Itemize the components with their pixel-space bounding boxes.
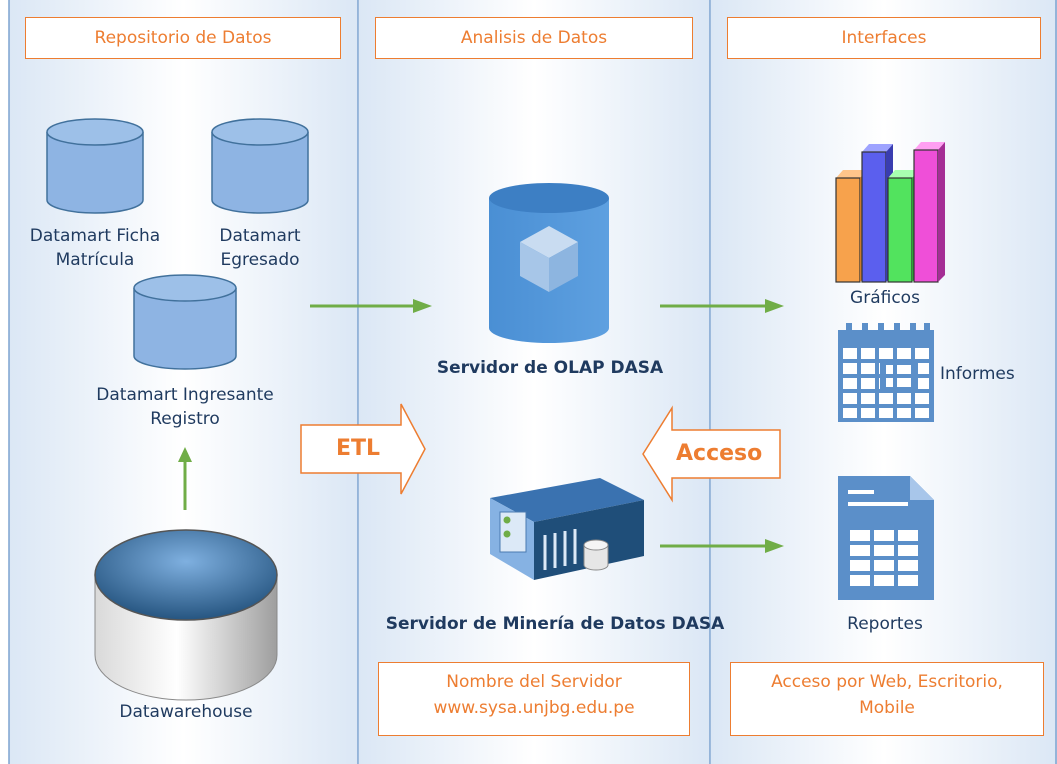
label-ingresante-line1: Datamart Ingresante [96,385,274,405]
column-analisis-bg [359,0,710,764]
arrow-to-olap [310,299,432,313]
label-datamart-egresado: Datamart Egresado [200,224,320,272]
label-ingresante-line2: Registro [150,409,220,429]
label-olap-server: Servidor de OLAP DASA [436,358,664,378]
acceso-label: Acceso [676,441,763,466]
label-graficos: Gráficos [850,288,920,308]
label-datamart-ingresante: Datamart Ingresante Registro [80,383,290,431]
report-document-icon [838,476,934,600]
header-analisis: Analisis de Datos [375,17,693,59]
acceso-arrow [642,405,781,503]
mining-server-icon [490,478,644,580]
label-reportes: Reportes [847,614,923,634]
arrow-up-green [178,447,192,510]
access-line1: Acceso por Web, Escritorio, [771,672,1003,692]
label-egresado-line1: Datamart [219,226,301,246]
datamart-ficha-cylinder [46,118,144,214]
arrow-to-reportes [660,539,784,553]
datawarehouse-cylinder [94,529,278,701]
label-informes: Informes [940,364,1015,384]
calendar-icon [838,323,934,422]
datamart-egresado-cylinder [211,118,309,214]
header-interfaces: Interfaces [727,17,1041,59]
label-ficha-line1: Datamart Ficha [29,226,161,246]
etl-arrow [300,403,426,495]
label-mining-server: Servidor de Minería de Datos DASA [385,614,725,634]
arrow-to-graficos [660,299,784,313]
datamart-ingresante-cylinder [133,274,237,370]
server-url: www.sysa.unjbg.edu.pe [433,698,635,718]
access-box: Acceso por Web, Escritorio, Mobile [730,662,1044,736]
etl-label: ETL [336,436,381,461]
label-datamart-ficha: Datamart Ficha Matrícula [15,224,175,272]
access-line2: Mobile [859,698,915,718]
server-name-box: Nombre del Servidor www.sysa.unjbg.edu.p… [378,662,690,736]
label-datawarehouse: Datawarehouse [119,702,253,722]
olap-server-icon [489,183,609,343]
label-egresado-line2: Egresado [220,250,300,270]
graficos-chart-icon [835,142,945,283]
server-name-line1: Nombre del Servidor [446,672,622,692]
header-repositorio: Repositorio de Datos [25,17,341,59]
label-ficha-line2: Matrícula [55,250,135,270]
